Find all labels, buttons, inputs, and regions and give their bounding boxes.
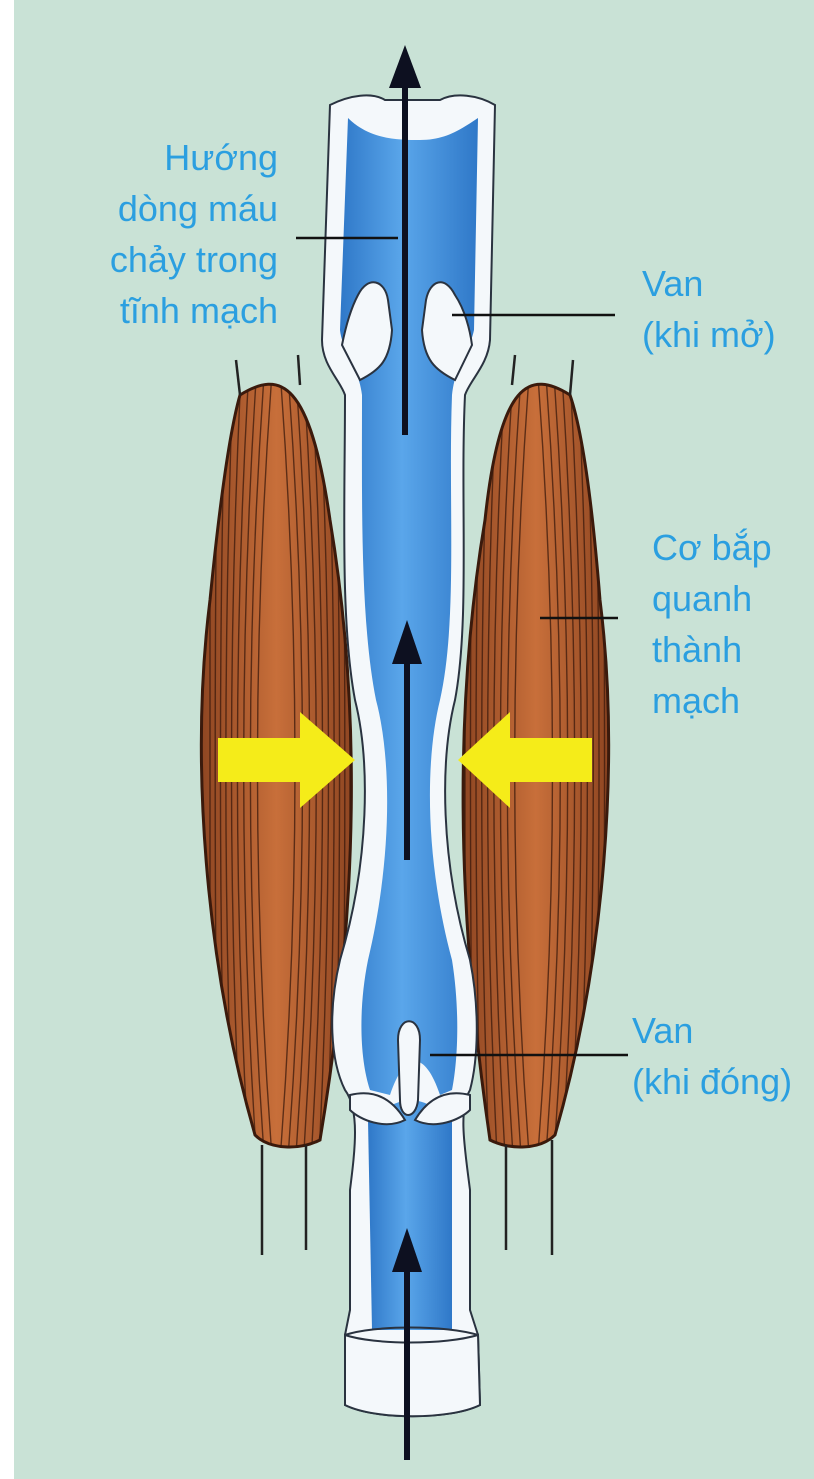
label-flow-direction: Hướng dòng máu chảy trong tĩnh mạch xyxy=(80,132,278,336)
label-flow-direction-line-2: dòng máu xyxy=(80,183,278,234)
label-muscle-line-2: quanh xyxy=(652,573,772,624)
label-valve-open: Van (khi mở) xyxy=(642,258,776,360)
label-muscle-line-3: thành xyxy=(652,624,772,675)
label-muscle-line-1: Cơ bắp xyxy=(652,522,772,573)
label-valve-open-line-1: Van xyxy=(642,258,776,309)
page-edge-left xyxy=(0,0,14,1479)
label-flow-direction-line-1: Hướng xyxy=(80,132,278,183)
label-valve-closed-line-1: Van xyxy=(632,1005,792,1056)
label-valve-closed-line-2: (khi đóng) xyxy=(632,1056,792,1107)
label-valve-open-line-2: (khi mở) xyxy=(642,309,776,360)
label-valve-closed: Van (khi đóng) xyxy=(632,1005,792,1107)
label-flow-direction-line-4: tĩnh mạch xyxy=(80,285,278,336)
label-flow-direction-line-3: chảy trong xyxy=(80,234,278,285)
label-muscle-line-4: mạch xyxy=(652,675,772,726)
label-muscle: Cơ bắp quanh thành mạch xyxy=(652,522,772,726)
